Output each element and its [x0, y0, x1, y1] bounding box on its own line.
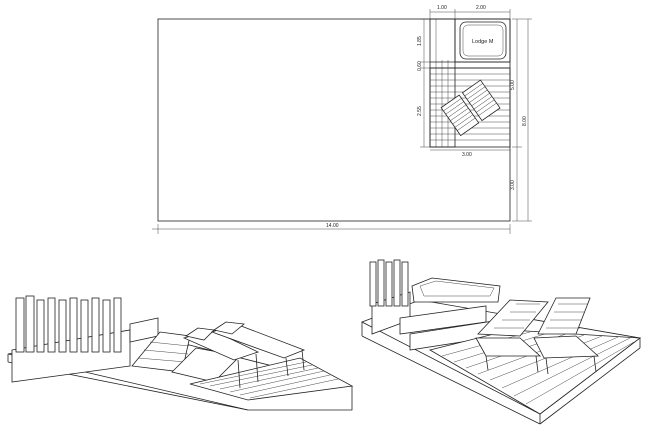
dimension-lines — [152, 9, 532, 234]
dim-deck-width: 3.00 — [462, 152, 472, 158]
dim-overall-width: 14.00 — [326, 223, 339, 229]
perspective-right — [361, 259, 642, 425]
dim-right-deck: 5.00 — [510, 80, 516, 90]
dim-left-small: 0.60 — [417, 61, 423, 71]
loungers-left — [182, 321, 306, 389]
deck-plan — [429, 67, 511, 148]
fence-slats-left — [15, 295, 122, 353]
dim-top-right: 2.00 — [476, 5, 486, 11]
dim-right-lower: 3.00 — [510, 180, 516, 190]
dim-left-upper: 1.85 — [417, 36, 423, 46]
dim-top-left: 1.00 — [437, 5, 447, 11]
fence-slats-right — [369, 259, 409, 307]
spa-label: Lodge M — [472, 39, 494, 45]
loungers-plan — [440, 79, 501, 137]
plan-view: Lodge M — [152, 5, 532, 234]
dim-left-lower: 2.55 — [417, 106, 423, 116]
loungers-right — [475, 297, 599, 375]
perspective-left — [7, 295, 354, 411]
spa-tub — [459, 21, 507, 60]
dim-right-total: 8.00 — [522, 116, 528, 126]
deck-boards-left — [199, 361, 339, 399]
